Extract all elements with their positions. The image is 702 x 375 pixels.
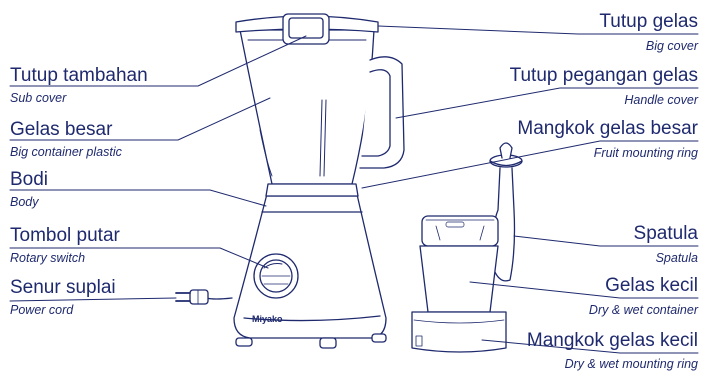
label-power-cord-subtitle: Power cord bbox=[10, 303, 74, 317]
label-body-subtitle: Body bbox=[10, 195, 39, 209]
label-handle-cover-title: Tutup pegangan gelas bbox=[509, 65, 698, 86]
label-small-container-title: Gelas kecil bbox=[605, 275, 698, 296]
label-power-cord-title: Senur suplai bbox=[10, 277, 116, 298]
small-container-jar bbox=[419, 215, 499, 313]
big-cover-lid bbox=[235, 13, 379, 45]
label-sub-cover-title: Tutup tambahan bbox=[10, 65, 148, 86]
label-small-ring-title: Mangkok gelas kecil bbox=[526, 330, 698, 351]
small-mounting-ring bbox=[411, 311, 507, 353]
label-small-ring-subtitle: Dry & wet mounting ring bbox=[564, 357, 698, 371]
label-rotary-switch-subtitle: Rotary switch bbox=[10, 251, 86, 265]
label-fruit-ring-title: Mangkok gelas besar bbox=[517, 118, 698, 139]
blender-base bbox=[233, 189, 387, 349]
brand-logo: Miyako bbox=[252, 314, 283, 324]
handle bbox=[359, 56, 405, 169]
label-sub-cover-subtitle: Sub cover bbox=[10, 91, 67, 105]
label-body-title: Bodi bbox=[10, 169, 49, 190]
label-big-cover-title: Tutup gelas bbox=[599, 11, 698, 32]
label-fruit-ring-subtitle: Fruit mounting ring bbox=[593, 146, 698, 160]
rotary-switch-knob bbox=[253, 253, 299, 299]
label-handle-cover-subtitle: Handle cover bbox=[624, 93, 698, 107]
leader-lines bbox=[9, 25, 699, 354]
label-spatula-title: Spatula bbox=[633, 223, 698, 244]
label-big-container-subtitle: Big container plastic bbox=[10, 145, 122, 159]
label-big-cover-subtitle: Big cover bbox=[645, 39, 698, 53]
label-small-container-subtitle: Dry & wet container bbox=[588, 303, 698, 317]
label-spatula-subtitle: Spatula bbox=[655, 251, 698, 265]
power-cord-plug bbox=[175, 289, 233, 305]
label-big-container-title: Gelas besar bbox=[10, 119, 113, 140]
big-container-jar bbox=[239, 29, 375, 197]
label-rotary-switch-title: Tombol putar bbox=[10, 225, 120, 246]
